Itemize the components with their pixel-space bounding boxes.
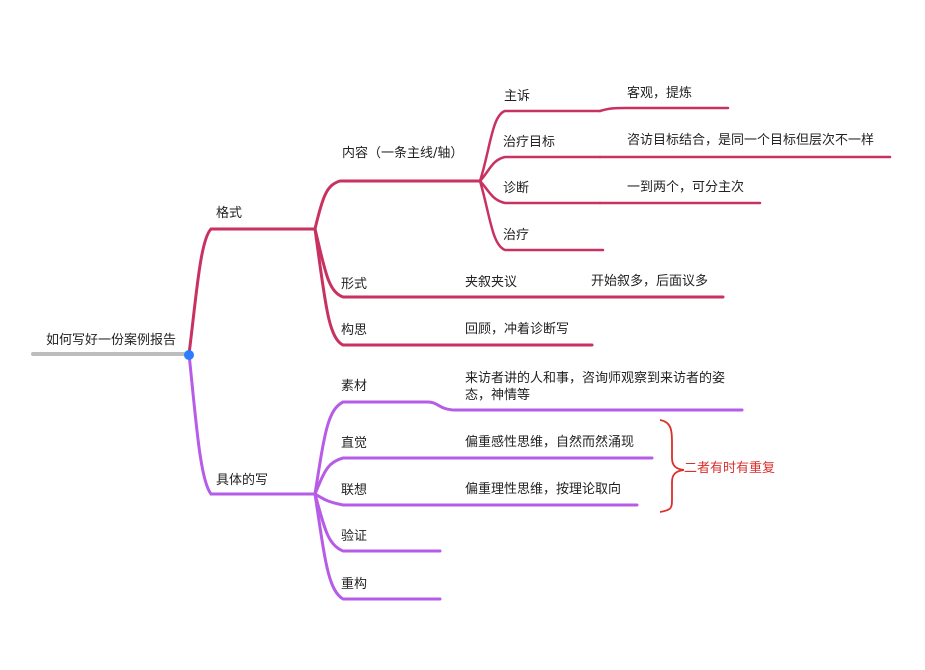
topic-intuition[interactable]: 直觉 [341, 436, 368, 451]
topic-treatment-goal-detail[interactable]: 咨访目标结合，是同一个目标但层次不一样 [627, 133, 875, 148]
summary-brace [659, 419, 685, 513]
link-chief-detail [598, 106, 730, 113]
topic-association-detail[interactable]: 偏重理性思维，按理论取向 [465, 482, 622, 497]
topic-rebuild[interactable]: 重构 [341, 577, 368, 592]
link-writing-association [313, 492, 639, 507]
topic-form-detail[interactable]: 夹叙夹议 [465, 275, 518, 290]
link-format-idea [313, 227, 594, 347]
topic-format[interactable]: 格式 [216, 206, 243, 221]
topic-verify[interactable]: 验证 [341, 529, 368, 544]
link-content-goal [478, 155, 602, 183]
topic-diagnosis-detail[interactable]: 一到两个，可分主次 [627, 180, 745, 195]
link-format-content [313, 179, 482, 231]
topic-idea-detail[interactable]: 回顾，冲着诊断写 [465, 322, 570, 337]
root-dot [184, 350, 194, 360]
root-topic-label[interactable]: 如何写好一份案例报告 [46, 333, 177, 348]
summary-note[interactable]: 二者有时有重复 [684, 461, 776, 476]
topic-material[interactable]: 素材 [341, 379, 368, 394]
link-root-format [187, 227, 317, 356]
topic-treatment-goal[interactable]: 治疗目标 [503, 135, 556, 150]
link-content-chief [478, 109, 602, 183]
link-root-writing [187, 352, 317, 496]
topic-material-detail[interactable]: 来访者讲的人和事，咨询师观察到来访者的姿态，神情等 [465, 371, 726, 403]
link-writing-intuition [313, 456, 654, 496]
topic-form[interactable]: 形式 [341, 277, 368, 292]
topic-association[interactable]: 联想 [341, 483, 368, 498]
link-writing-material [313, 400, 744, 496]
link-writing-rebuild [313, 492, 442, 601]
topic-intuition-detail[interactable]: 偏重感性思维，自然而然涌现 [465, 435, 635, 450]
topic-writing[interactable]: 具体的写 [216, 473, 269, 488]
topic-content[interactable]: 内容（一条主线/轴） [342, 146, 464, 161]
topic-chief-complaint-detail[interactable]: 客观，提炼 [627, 86, 693, 101]
topic-chief-complaint[interactable]: 主诉 [504, 89, 531, 104]
topic-treatment[interactable]: 治疗 [503, 228, 530, 243]
topic-diagnosis[interactable]: 诊断 [503, 181, 530, 196]
link-content-treatment [478, 179, 605, 252]
topic-idea[interactable]: 构思 [341, 323, 368, 338]
topic-form-sub-detail[interactable]: 开始叙多，后面议多 [591, 274, 709, 289]
link-content-diagnosis [478, 179, 602, 205]
